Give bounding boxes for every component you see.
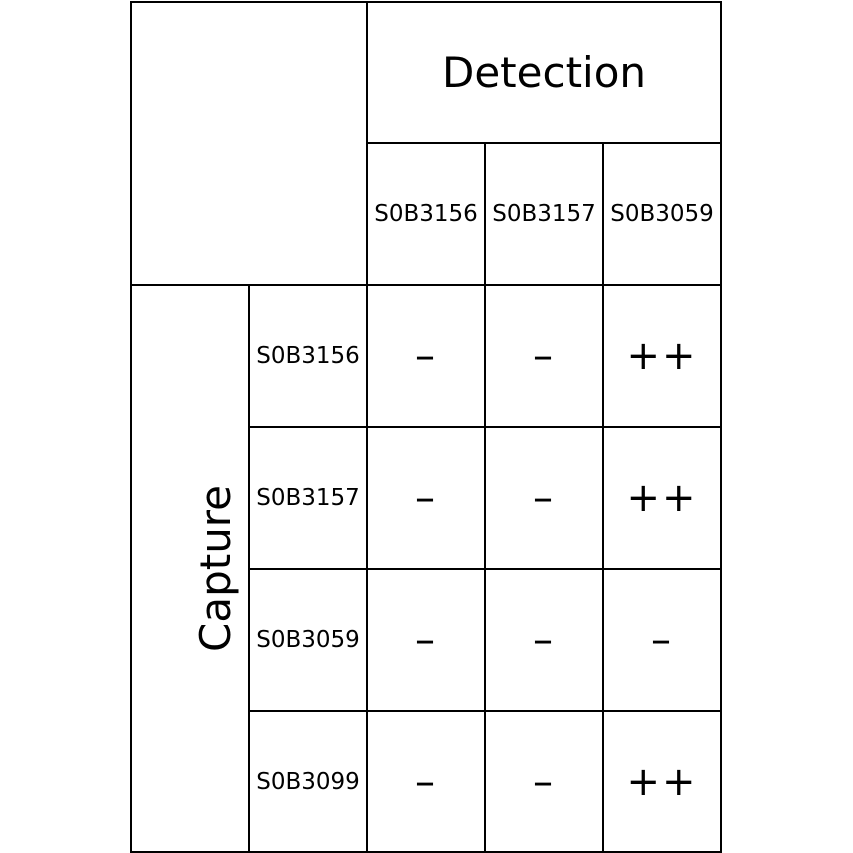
detection-column-header: S0B3157 [484,142,604,286]
detection-column-header: S0B3059 [601,142,723,286]
capture-row-header: S0B3156 [248,284,368,428]
capture-header-cell: Capture [130,284,250,853]
result-cell: – [484,710,604,853]
capture-row-header: S0B3099 [248,710,368,853]
result-cell: ++ [601,426,723,570]
result-cell: – [601,568,723,712]
result-cell: – [366,710,486,853]
capture-header: Capture [191,485,240,652]
detection-header: Detection [365,1,723,144]
corner-cell [130,1,368,286]
result-cell: – [484,426,604,570]
result-cell: – [484,568,604,712]
result-cell: ++ [601,284,723,428]
result-cell: – [366,426,486,570]
result-cell: ++ [601,710,723,853]
result-cell: – [366,568,486,712]
result-cell: – [484,284,604,428]
result-cell: – [366,284,486,428]
capture-detection-matrix: Detection S0B3156 S0B3157 S0B3059 Captur… [130,1,723,853]
detection-column-header: S0B3156 [366,142,486,286]
capture-row-header: S0B3157 [248,426,368,570]
capture-row-header: S0B3059 [248,568,368,712]
